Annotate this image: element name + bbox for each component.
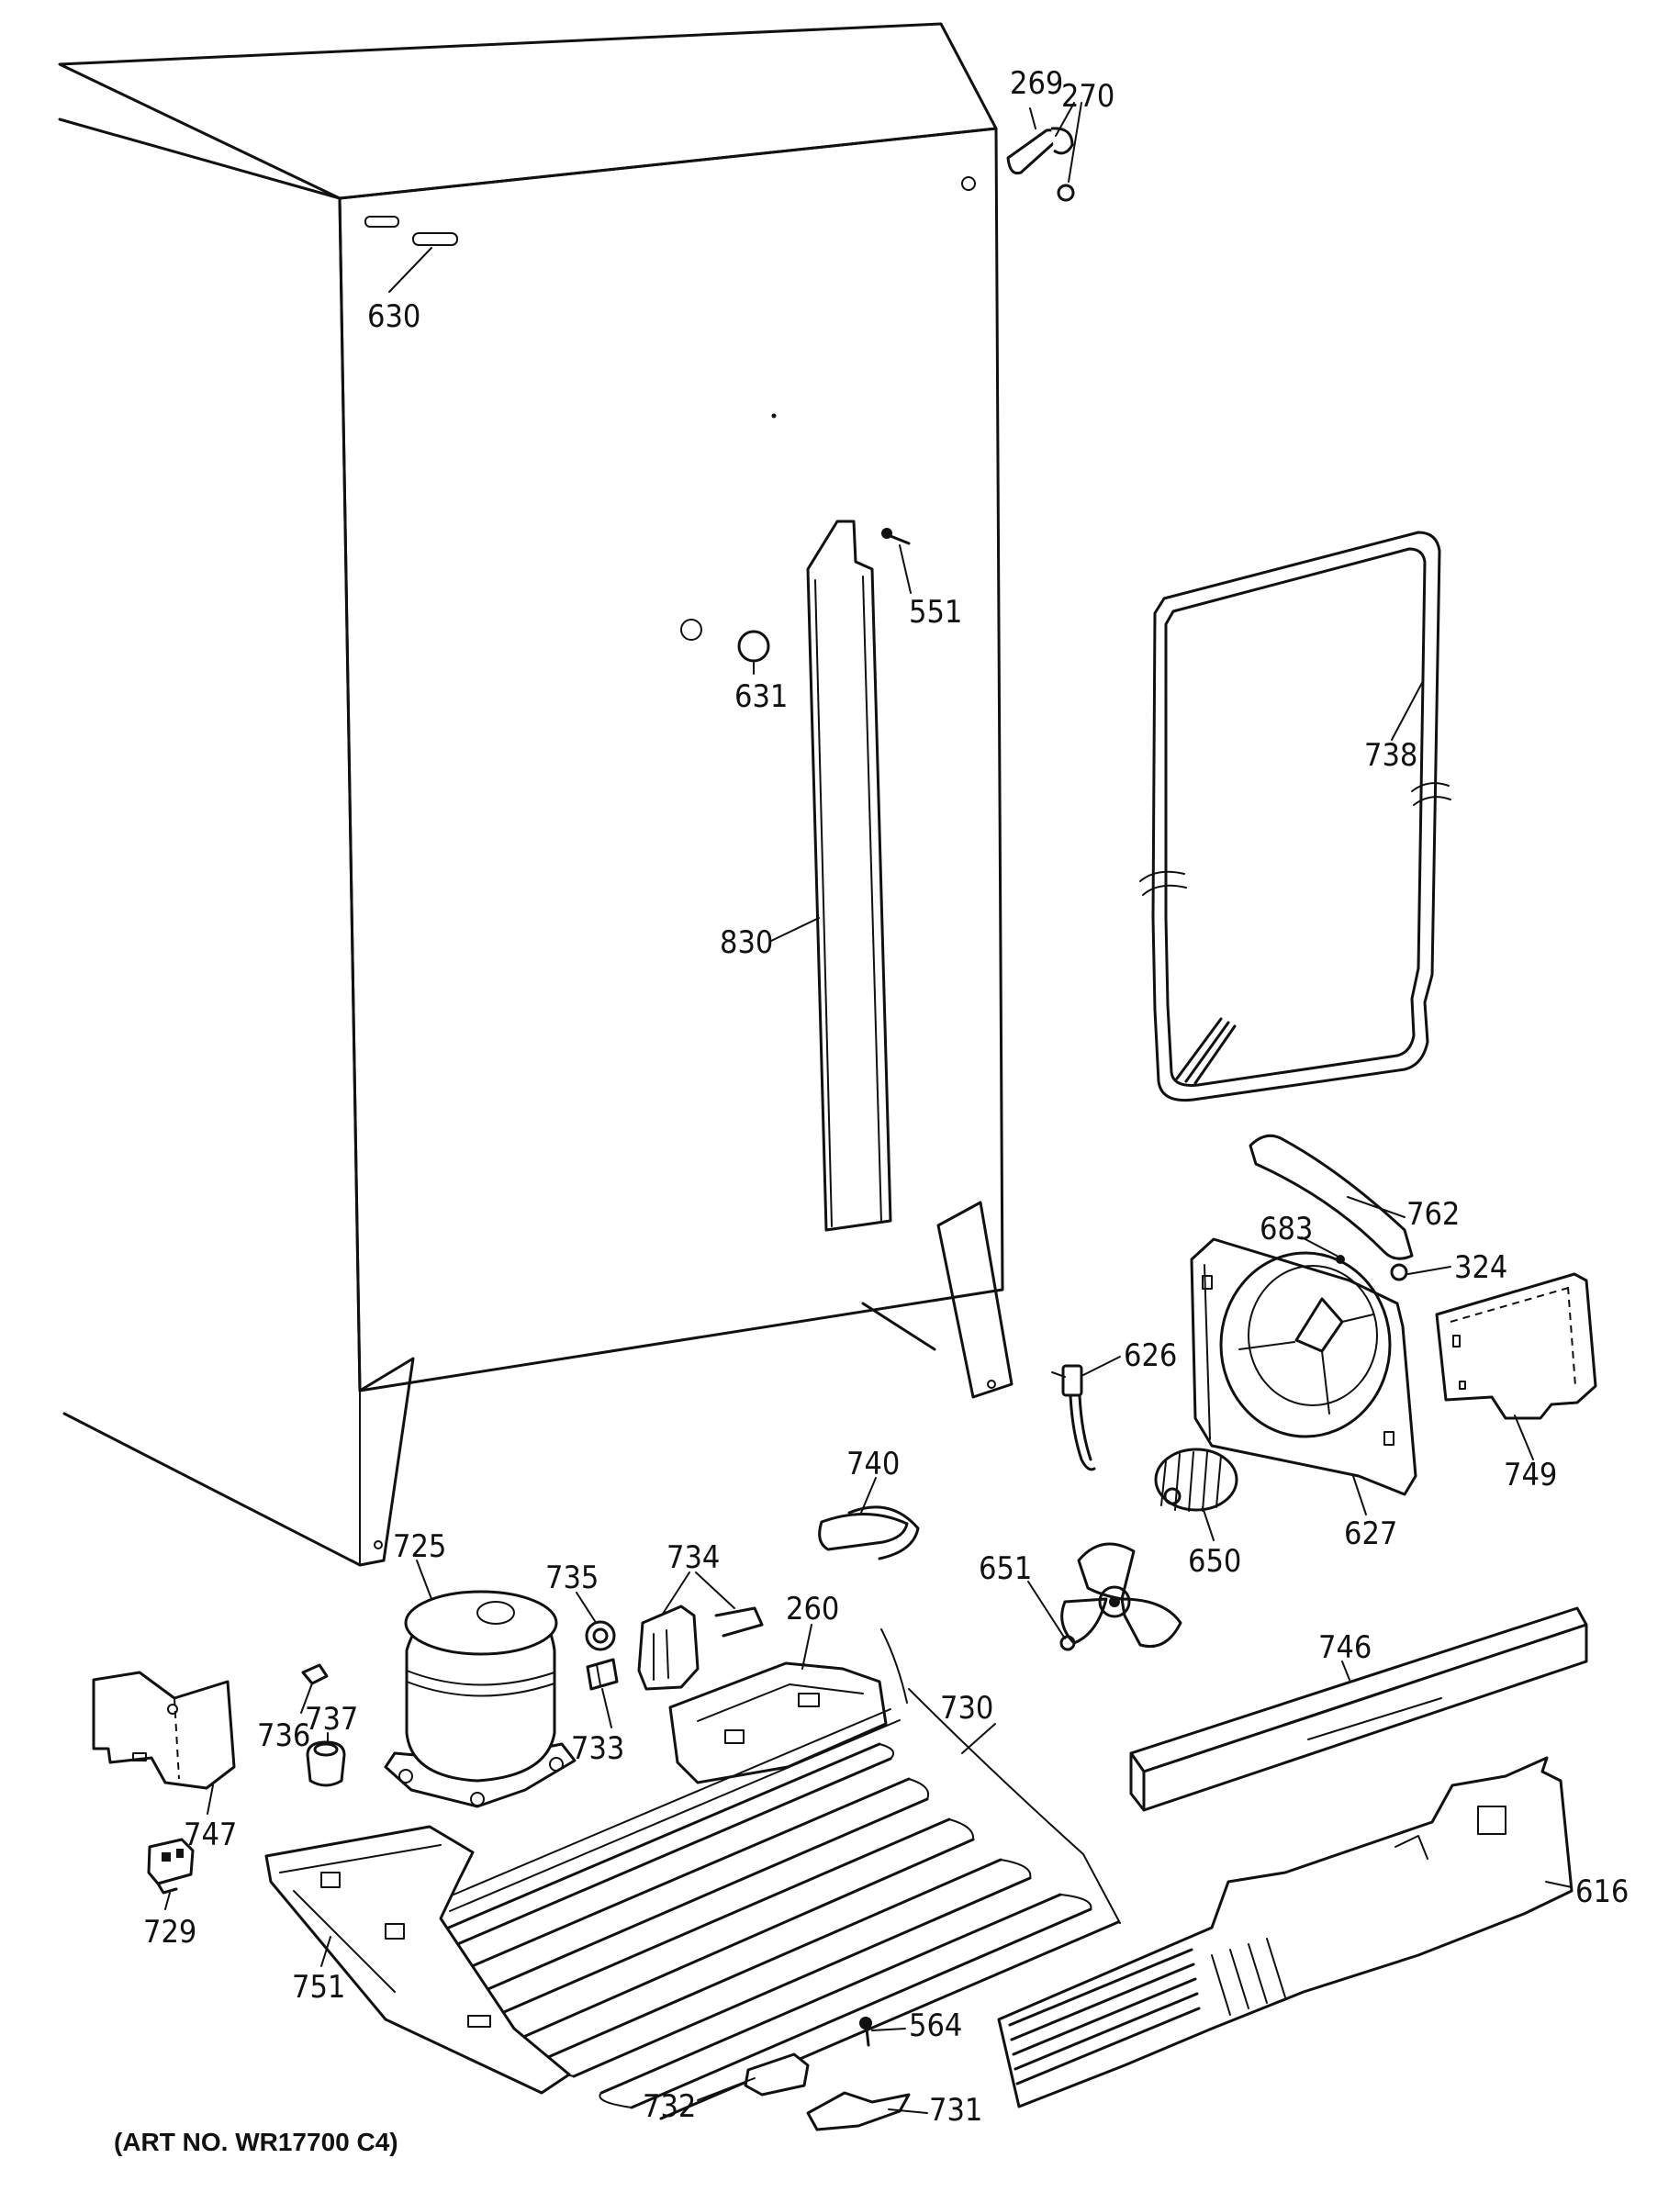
part-270-nut bbox=[1057, 184, 1075, 202]
label-734: 734 bbox=[666, 1539, 720, 1576]
label-732: 732 bbox=[643, 2088, 696, 2125]
part-751-base-pan bbox=[264, 1825, 571, 2095]
label-616: 616 bbox=[1575, 1873, 1629, 1910]
part-740-clips bbox=[818, 1505, 920, 1560]
part-734-overload bbox=[637, 1605, 764, 1691]
label-749: 749 bbox=[1504, 1457, 1557, 1493]
part-733-relay bbox=[586, 1658, 619, 1691]
art-number-caption: (ART NO. WR17700 C4) bbox=[114, 2128, 398, 2156]
part-730-condenser-coil bbox=[428, 1628, 1121, 2120]
part-725-compressor bbox=[384, 1590, 577, 1808]
part-729-terminal bbox=[147, 1838, 195, 1895]
label-270: 270 bbox=[1061, 78, 1114, 115]
part-551-screw bbox=[881, 528, 911, 545]
label-564: 564 bbox=[909, 2007, 962, 2044]
label-730: 730 bbox=[940, 1690, 993, 1727]
refrigerator-cabinet bbox=[58, 22, 1014, 1567]
part-324-screw bbox=[1390, 1263, 1408, 1281]
label-729: 729 bbox=[143, 1914, 196, 1951]
label-631: 631 bbox=[734, 678, 788, 715]
label-735: 735 bbox=[545, 1560, 599, 1596]
part-747-cover bbox=[92, 1671, 236, 1790]
part-731-clip bbox=[806, 2091, 911, 2131]
part-749-cover bbox=[1435, 1272, 1597, 1420]
part-564-screw bbox=[859, 2017, 872, 2047]
label-551: 551 bbox=[909, 594, 962, 631]
part-labels: 269 270 630 551 631 738 830 762 683 324 … bbox=[143, 65, 1629, 2129]
label-747: 747 bbox=[184, 1817, 237, 1853]
part-630-slots bbox=[364, 216, 458, 246]
part-762-strip bbox=[1249, 1134, 1414, 1260]
label-683: 683 bbox=[1260, 1211, 1313, 1247]
part-631-plug bbox=[737, 630, 770, 663]
label-733: 733 bbox=[571, 1730, 624, 1767]
part-616-grille bbox=[997, 1756, 1574, 2108]
label-746: 746 bbox=[1318, 1629, 1372, 1666]
part-627-fan-shroud bbox=[1190, 1237, 1417, 1496]
label-324: 324 bbox=[1454, 1249, 1507, 1286]
label-736: 736 bbox=[257, 1717, 310, 1754]
part-260-drain-pan bbox=[668, 1661, 888, 1784]
part-737-grommet bbox=[306, 1740, 346, 1787]
label-751: 751 bbox=[292, 1969, 345, 2006]
label-830: 830 bbox=[720, 924, 773, 961]
part-732-bracket bbox=[744, 2052, 810, 2097]
label-630: 630 bbox=[367, 298, 420, 335]
label-762: 762 bbox=[1406, 1196, 1460, 1233]
label-738: 738 bbox=[1364, 737, 1417, 774]
label-651: 651 bbox=[979, 1550, 1032, 1587]
label-731: 731 bbox=[929, 2092, 982, 2129]
label-269: 269 bbox=[1010, 65, 1063, 102]
part-735-grommet bbox=[585, 1620, 616, 1651]
part-626-wire-connector bbox=[1051, 1364, 1096, 1471]
part-746-rail bbox=[1129, 1606, 1588, 1812]
part-738-gasket bbox=[1139, 531, 1451, 1102]
label-627: 627 bbox=[1344, 1515, 1397, 1552]
label-650: 650 bbox=[1188, 1543, 1241, 1580]
part-269-hinge bbox=[1006, 127, 1074, 175]
part-736-clip bbox=[301, 1663, 329, 1685]
leader-lines bbox=[164, 102, 1573, 2114]
label-725: 725 bbox=[393, 1528, 446, 1565]
part-650-fan-motor bbox=[1154, 1448, 1238, 1512]
label-260: 260 bbox=[786, 1591, 839, 1627]
label-626: 626 bbox=[1124, 1337, 1177, 1374]
part-830-channel bbox=[806, 520, 892, 1232]
label-737: 737 bbox=[305, 1701, 358, 1738]
part-651-fan-blade bbox=[1059, 1542, 1182, 1651]
label-740: 740 bbox=[846, 1446, 900, 1482]
